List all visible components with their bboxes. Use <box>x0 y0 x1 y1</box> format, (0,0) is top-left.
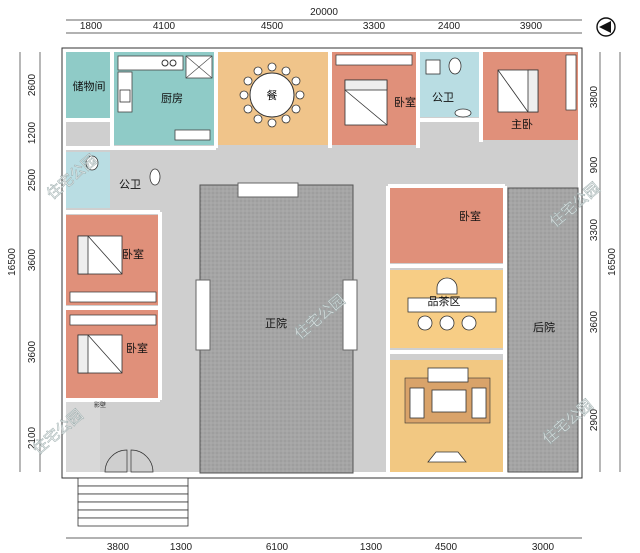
dim-bottom-4: 1300 <box>360 542 383 553</box>
dim-right-5: 2900 <box>589 408 600 431</box>
dim-bottom-1: 3800 <box>107 542 130 553</box>
room-label-bath-left: 公卫 <box>119 178 141 191</box>
toilet-icon <box>85 155 99 171</box>
stool-icon <box>439 315 455 331</box>
room-label-master-bedroom: 主卧 <box>511 118 533 131</box>
walls <box>66 52 507 474</box>
washbasin-icon <box>149 168 161 186</box>
washbasin-icon <box>454 108 472 118</box>
sofa-icon <box>409 387 425 419</box>
courtyard-gate-top <box>237 182 299 198</box>
bed-icon <box>344 79 388 126</box>
room-label-main-courtyard: 正院 <box>265 316 287 330</box>
storage-room <box>66 52 111 118</box>
dim-right-total: 16500 <box>607 248 618 276</box>
kitchen-cabinet <box>174 129 211 141</box>
kitchen-counter <box>117 55 184 71</box>
main-courtyard-area <box>199 184 354 474</box>
tea-set-icon <box>436 277 458 295</box>
back-courtyard-area <box>507 187 579 473</box>
dim-bottom-2: 1300 <box>170 542 193 553</box>
dim-left-total: 16500 <box>7 248 18 276</box>
dim-top-6: 3900 <box>520 21 543 32</box>
dim-right-2: 900 <box>589 156 600 173</box>
room-label-bath-right: 公卫 <box>432 91 454 104</box>
stove-icon <box>169 59 177 67</box>
wardrobe-icon <box>335 54 413 66</box>
wardrobe-icon <box>69 314 157 326</box>
dim-right-4: 3600 <box>589 310 600 333</box>
dim-left-5: 3600 <box>27 340 38 363</box>
dim-top-2: 4100 <box>153 21 176 32</box>
courtyard-window-left <box>195 279 211 351</box>
dim-top-3: 4500 <box>261 21 284 32</box>
stool-icon <box>461 315 477 331</box>
dim-left-1: 2600 <box>27 73 38 96</box>
dim-right-3: 3300 <box>589 218 600 241</box>
entrance-steps <box>77 477 189 527</box>
room-label-bedroom-right: 卧室 <box>459 209 481 223</box>
bed-icon <box>77 235 123 275</box>
wardrobe-icon <box>69 291 157 303</box>
dim-left-3: 2500 <box>27 168 38 191</box>
room-label-kitchen: 厨房 <box>161 92 183 105</box>
dining-chairs-icon <box>239 62 305 128</box>
sink-icon <box>119 89 131 103</box>
room-label-bedroom-left-upper: 卧室 <box>122 247 144 261</box>
tea-counter <box>407 297 497 313</box>
dim-right-1: 3800 <box>589 85 600 108</box>
room-label-bedroom-left-lower: 卧室 <box>126 341 148 355</box>
north-arrow-pointer-icon <box>599 21 611 33</box>
entrance-door-icon <box>104 449 154 473</box>
toilet-icon <box>448 57 462 75</box>
dining-table-icon <box>249 72 295 118</box>
dim-bottom-5: 4500 <box>435 542 458 553</box>
sofa-icon <box>427 367 469 383</box>
dim-left-2: 1200 <box>27 121 38 144</box>
bed-icon <box>497 69 539 113</box>
room-label-dining-table: 餐 <box>267 88 278 102</box>
wardrobe-icon <box>565 54 577 111</box>
room-label-bedroom-top: 卧室 <box>394 95 416 109</box>
room-label-back-courtyard: 后院 <box>533 320 555 334</box>
bedroom-right-room <box>390 188 503 263</box>
dim-top-total: 20000 <box>310 7 338 18</box>
stove-icon <box>161 59 169 67</box>
dim-top-1: 1800 <box>80 21 103 32</box>
dim-top-4: 3300 <box>363 21 386 32</box>
bed-icon <box>77 334 123 374</box>
coffee-table-icon <box>431 389 467 413</box>
shower-icon <box>425 59 441 75</box>
entry-strip <box>66 400 100 472</box>
dim-bottom-3: 6100 <box>266 542 289 553</box>
dim-left-4: 3600 <box>27 248 38 271</box>
room-label-storage: 储物间 <box>73 79 106 93</box>
sofa-icon <box>471 387 487 419</box>
courtyard-window-right <box>342 279 358 351</box>
dim-left-6: 2100 <box>27 426 38 449</box>
tv-cabinet-icon <box>427 451 467 463</box>
room-label-screen-wall: 影壁 <box>94 401 106 409</box>
room-label-tea-area: 品茶区 <box>428 295 461 308</box>
dim-bottom-6: 3000 <box>532 542 555 553</box>
stool-icon <box>417 315 433 331</box>
dimension-lines <box>19 19 621 539</box>
dim-top-5: 2400 <box>438 21 461 32</box>
